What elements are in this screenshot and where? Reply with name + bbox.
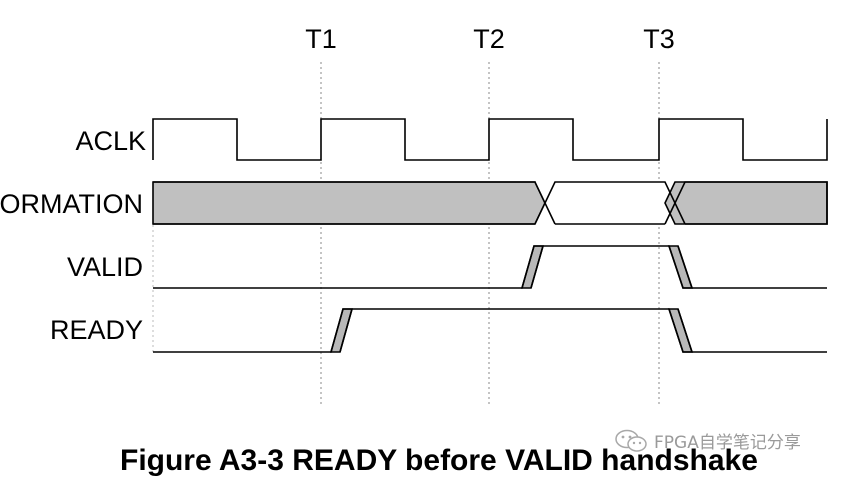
ready-waveform [153,308,827,353]
watermark-text: FPGA自学笔记分享 [654,433,801,453]
t2-label: T2 [473,24,505,54]
valid-waveform [153,245,827,289]
t1-label: T1 [305,24,337,54]
watermark: FPGA自学笔记分享 [614,428,801,453]
information-waveform [152,181,828,225]
ready-label: READY [50,315,143,345]
information-valid-data [535,182,675,224]
information-invalid-region-2 [664,181,828,225]
aclk-waveform [152,118,828,161]
time-marker-lines [152,62,660,405]
information-invalid-region-1 [152,181,546,225]
valid-label: VALID [67,252,143,282]
aclk-label: ACLK [75,126,146,156]
wechat-icon [615,429,647,452]
information-label: INFORMATION [0,189,143,219]
t3-label: T3 [643,24,675,54]
figure-caption: Figure A3-3 READY before VALID handshake [120,444,758,477]
